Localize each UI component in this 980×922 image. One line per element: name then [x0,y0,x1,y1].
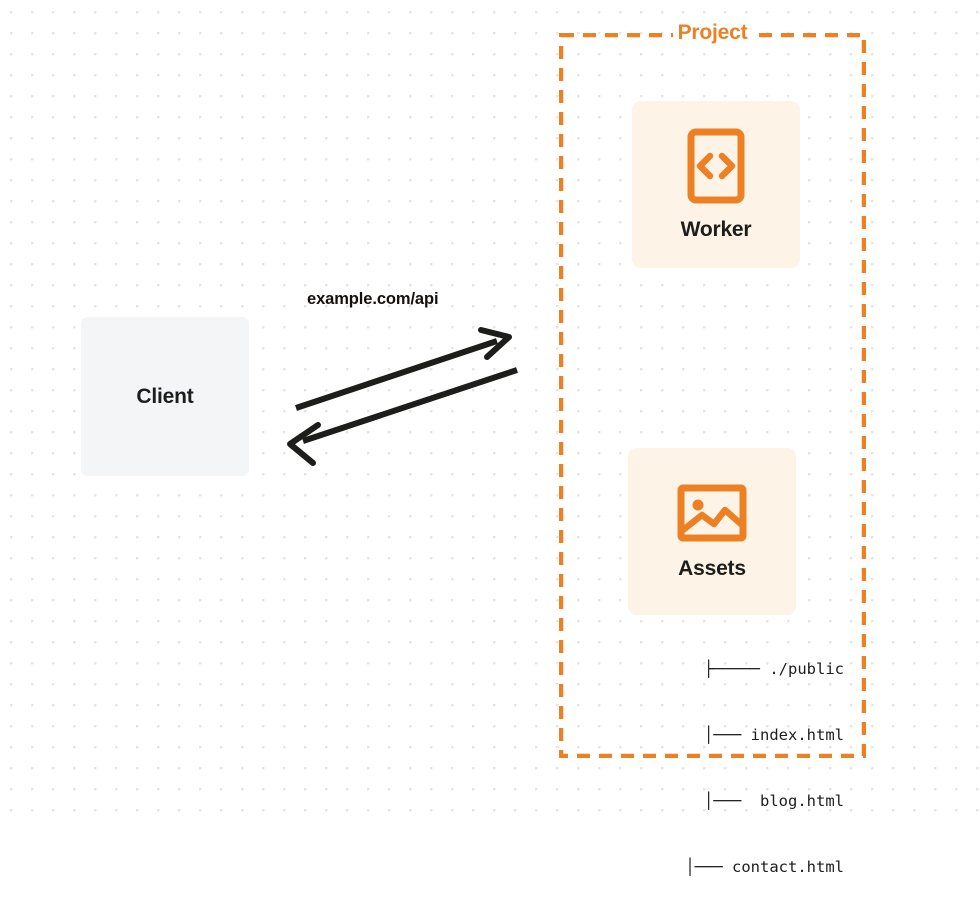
connection-label: example.com/api [307,290,439,308]
code-brackets-icon [687,128,745,203]
assets-label: Assets [678,556,746,580]
file-tree-row: ├───── ./public [704,660,844,678]
project-dashed-border [559,33,866,758]
response-arrow [287,367,518,466]
project-container: Project Worker Assets ├───── ./public │─… [559,21,866,876]
request-arrow [295,327,512,411]
image-icon [677,484,747,541]
arrow-left-icon [287,422,321,466]
worker-label: Worker [680,217,752,241]
assets-node[interactable]: Assets [628,448,796,615]
file-tree-row: │─── index.html [676,726,844,744]
worker-node[interactable]: Worker [632,101,800,268]
client-node[interactable]: Client [81,317,249,476]
arrow-right-icon [478,327,512,360]
diagram-canvas: Client example.com/api Project Worker [0,0,980,876]
project-title: Project [672,21,753,45]
client-label: Client [136,384,194,408]
file-tree: ├───── ./public │─── index.html │─── blo… [599,614,844,922]
file-tree-row: │─── blog.html [676,792,844,810]
file-tree-row: │─── contact.html [657,858,844,876]
